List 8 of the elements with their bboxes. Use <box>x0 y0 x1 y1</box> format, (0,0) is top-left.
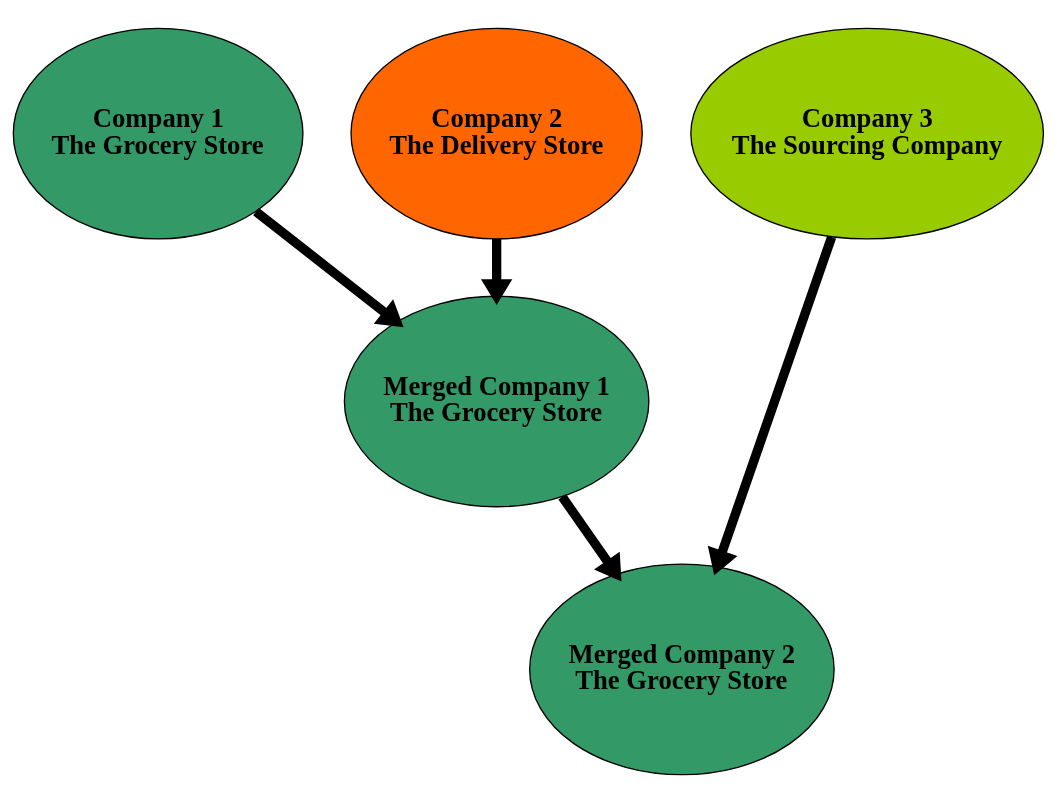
arrow <box>253 207 404 327</box>
node-ellipse: Company 3 The Sourcing Company <box>690 27 1045 240</box>
arrow <box>707 235 837 575</box>
arrow <box>558 493 622 582</box>
arrow <box>480 238 513 305</box>
node-ellipse: Merged Company 2 The Grocery Store <box>529 562 835 775</box>
node-ellipse: Company 2 The Delivery Store <box>350 27 643 240</box>
node-ellipse: Company 1 The Grocery Store <box>12 27 304 240</box>
